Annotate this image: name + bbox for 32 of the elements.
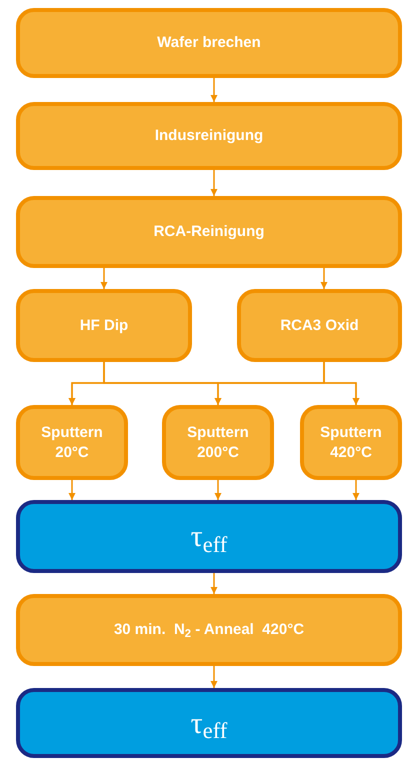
arrow (210, 78, 218, 102)
result-box (16, 500, 402, 573)
node-label: RCA-Reinigung (154, 222, 264, 242)
node-label: RCA3 Oxid (280, 316, 359, 336)
arrow (352, 480, 360, 500)
process-box (16, 196, 402, 268)
process-box (16, 405, 128, 480)
arrow (323, 362, 360, 405)
node-label: Sputtern 420°C (319, 422, 383, 462)
node-label: Sputtern 20°C (40, 422, 104, 462)
process-box (16, 594, 402, 666)
node-label: 30 min. N$_{2}$ - Anneal 420°C (114, 620, 304, 640)
arrow (210, 170, 218, 196)
arrow (210, 666, 218, 688)
arrow (320, 268, 328, 289)
node-label: HF Dip (80, 316, 128, 336)
process-box (16, 102, 402, 170)
result-box (16, 688, 402, 758)
node-label: τ$_{eff}$ (190, 519, 228, 559)
process-box (300, 405, 402, 480)
arrow (100, 268, 108, 289)
process-box (16, 289, 192, 362)
arrow (214, 480, 222, 500)
node-label: τ$_{eff}$ (190, 706, 228, 746)
arrow (68, 480, 76, 500)
arrow (210, 573, 218, 594)
node-label: Indusreinigung (154, 126, 264, 146)
process-box (237, 289, 402, 362)
process-box (162, 405, 274, 480)
node-label: Wafer brechen (157, 33, 261, 53)
process-box (16, 8, 402, 78)
node-label: Sputtern 200°C (186, 422, 250, 462)
